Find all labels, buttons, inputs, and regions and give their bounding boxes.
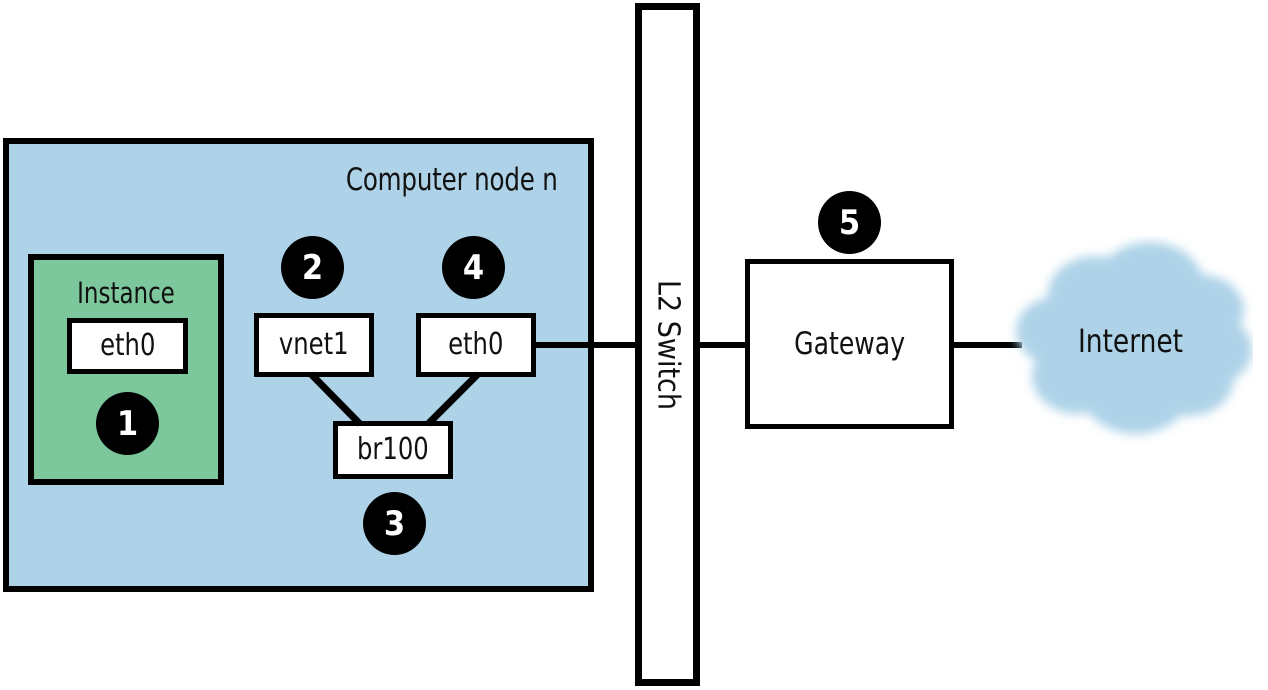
callout-badge-4-number: 4 — [462, 247, 485, 288]
instance-eth0-label: eth0 — [99, 328, 156, 363]
callout-badge-2-number: 2 — [301, 247, 324, 288]
callout-badge-4: 4 — [442, 236, 505, 299]
l2-switch: L2 Switch — [635, 3, 700, 686]
br100-label: br100 — [357, 432, 429, 467]
internet-label: Internet — [1077, 322, 1184, 360]
cloud-shape-icon — [1016, 242, 1252, 434]
host-eth0-box: eth0 — [416, 313, 536, 377]
callout-badge-3: 3 — [363, 492, 426, 555]
callout-badge-1-number: 1 — [116, 403, 139, 444]
callout-badge-5: 5 — [818, 191, 881, 254]
internet-cloud: Internet — [1008, 236, 1253, 451]
callout-badge-5-number: 5 — [838, 202, 861, 243]
callout-badge-2: 2 — [281, 236, 344, 299]
gateway-box: Gateway — [745, 259, 954, 429]
br100-bridge-box: br100 — [333, 421, 453, 479]
vnet1-label: vnet1 — [279, 327, 349, 362]
host-eth0-label: eth0 — [448, 327, 504, 362]
callout-badge-3-number: 3 — [383, 503, 406, 544]
l2-switch-label: L2 Switch — [650, 279, 685, 410]
vnet1-box: vnet1 — [254, 313, 374, 377]
instance-eth0-box: eth0 — [67, 318, 188, 374]
compute-node-title: Computer node n — [346, 162, 558, 198]
callout-badge-1: 1 — [96, 392, 159, 455]
gateway-label: Gateway — [794, 325, 905, 362]
instance-label: Instance — [77, 276, 175, 310]
